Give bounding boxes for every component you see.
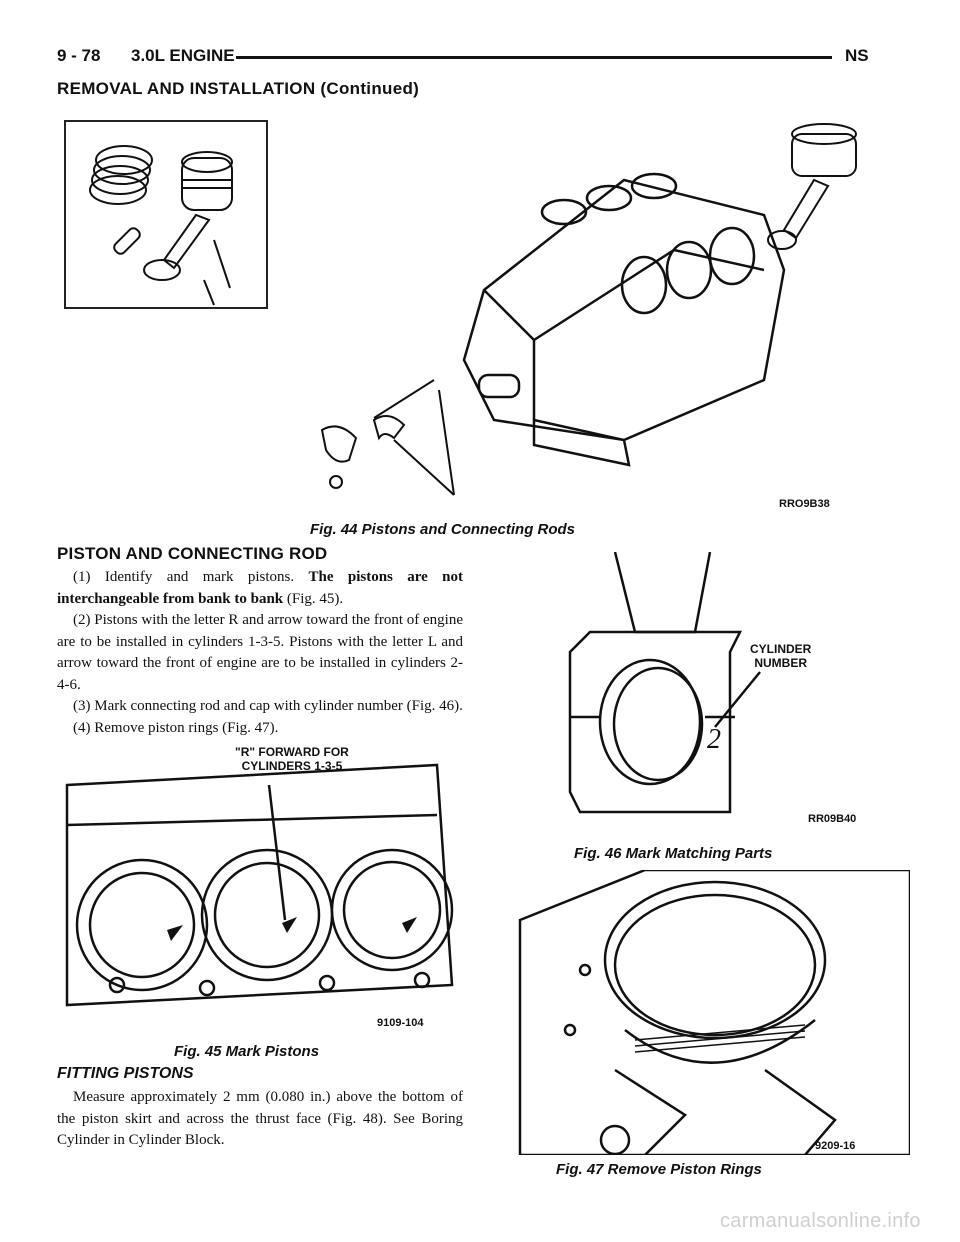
step-1: (1) Identify and mark pistons. The pisto…: [57, 567, 463, 610]
figure-44-illustration: [89, 123, 857, 496]
figure-45-code: 9109-104: [377, 1017, 424, 1029]
fitting-text: Measure approximately 2 mm (0.080 in.) a…: [57, 1089, 463, 1148]
figure-47-illustration: [518, 870, 910, 1155]
figure-46-illustration: 2: [568, 552, 761, 814]
figure-44-caption: Fig. 44 Pistons and Connecting Rods: [310, 521, 576, 538]
figure-45-illustration: [65, 763, 454, 1007]
step-1-ref: (Fig. 45).: [283, 590, 344, 607]
step-4: (4) Remove piston rings (Fig. 47).: [73, 719, 279, 736]
step-3: (3) Mark connecting rod and cap with cyl…: [73, 698, 463, 714]
step-1-text: (1) Identify and mark pistons.: [73, 569, 309, 585]
page-number: 9 - 78: [57, 46, 101, 65]
figure-46-callout: CYLINDER NUMBER: [750, 642, 812, 670]
figure-46-caption: Fig. 46 Mark Matching Parts: [574, 845, 773, 862]
figure-46-code: RR09B40: [808, 813, 857, 825]
figure-44-code: RRO9B38: [779, 498, 830, 510]
figure-47: 9209-16: [515, 870, 910, 1155]
figure-45-callout: "R" FORWARD FOR CYLINDERS 1-3-5: [235, 745, 349, 773]
figure-46: 2 CYLINDER NUMBER RR09B40: [560, 552, 905, 832]
section-heading: PISTON AND CONNECTING ROD: [57, 544, 328, 563]
fitting-body: Measure approximately 2 mm (0.080 in.) a…: [57, 1087, 463, 1152]
section-title: 3.0L ENGINE: [131, 46, 235, 65]
fitting-heading: FITTING PISTONS: [57, 1065, 194, 1082]
figure-45: "R" FORWARD FOR CYLINDERS 1-3-5 9109-104: [57, 745, 467, 1040]
section-body: (1) Identify and mark pistons. The pisto…: [57, 567, 463, 739]
watermark: carmanualsonline.info: [720, 1210, 921, 1232]
model-code: NS: [845, 46, 869, 65]
figure-45-caption: Fig. 45 Mark Pistons: [174, 1043, 320, 1060]
figure-47-code: 9209-16: [815, 1140, 856, 1152]
figure-47-caption: Fig. 47 Remove Piston Rings: [556, 1161, 762, 1178]
page-subheading: REMOVAL AND INSTALLATION (Continued): [57, 79, 420, 98]
header-rule: [236, 56, 832, 59]
step-2: (2) Pistons with the letter R and arrow …: [57, 612, 463, 693]
step-1-bold: The pistons are not interchangeable from…: [57, 569, 463, 607]
figure-44: RRO9B38: [64, 120, 899, 515]
figure-44-inset-box: [64, 120, 268, 309]
svg-text:2: 2: [707, 724, 721, 755]
